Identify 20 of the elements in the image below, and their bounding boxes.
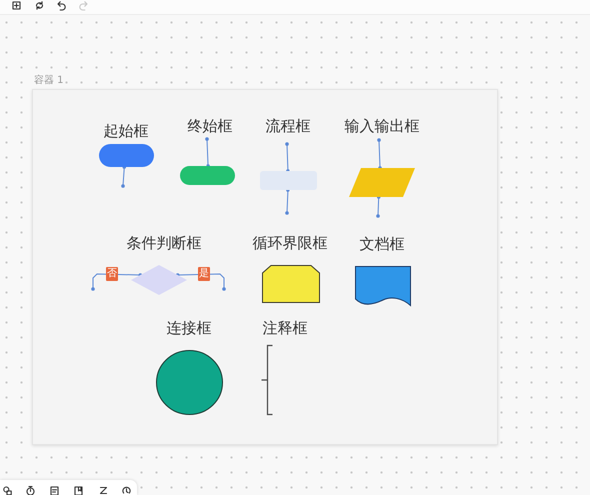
shape-title: 终始框 xyxy=(188,118,232,134)
shape-title: 条件判断框 xyxy=(126,235,202,251)
shape-title: 连接框 xyxy=(166,320,212,336)
connector xyxy=(121,165,126,188)
connector xyxy=(285,188,290,215)
connector xyxy=(376,195,380,218)
edge-label: 否 xyxy=(106,267,118,281)
shape-title: 注释框 xyxy=(262,320,308,336)
shape-title: 起始框 xyxy=(104,123,148,139)
shape-title: 输入输出框 xyxy=(344,118,420,134)
connector xyxy=(91,273,142,291)
connector xyxy=(176,273,226,291)
connector xyxy=(377,138,382,170)
shape-title: 循环界限框 xyxy=(252,235,328,251)
connector xyxy=(205,137,210,168)
edge-label: 是 xyxy=(198,267,210,281)
connector xyxy=(285,142,290,173)
shape-title: 流程框 xyxy=(266,118,310,134)
shape-title: 文档框 xyxy=(360,236,404,252)
container-title: 容器 1 xyxy=(34,75,64,87)
